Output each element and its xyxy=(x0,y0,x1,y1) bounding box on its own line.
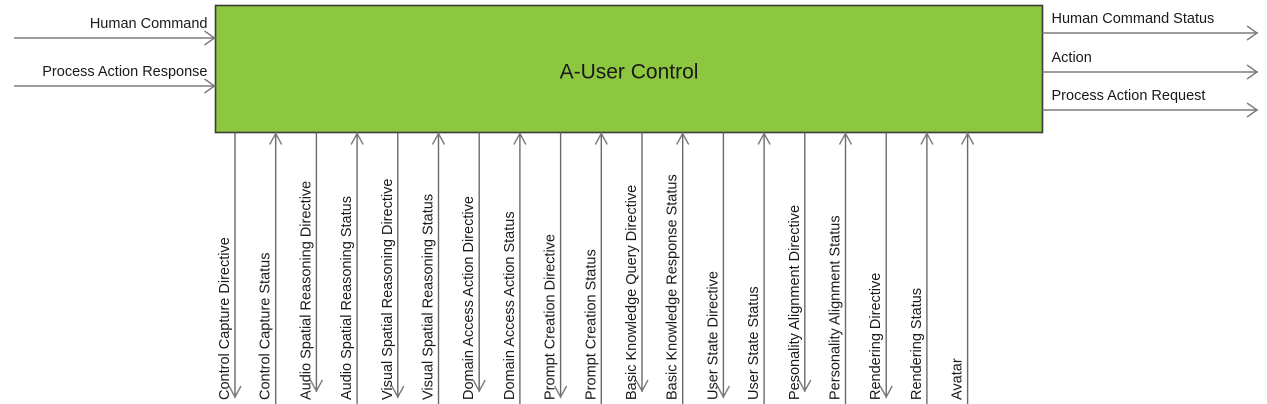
bottom-port-3[interactable]: Audio Spatial Reasoning Status xyxy=(339,132,364,404)
bottom-port-label: Control Capture Directive xyxy=(217,237,233,400)
bottom-port-label: Rendering Directive xyxy=(868,273,884,400)
bottom-ports: Control Capture Directive Control Capture… xyxy=(217,132,975,404)
bottom-port-label: Prompt Creation Directive xyxy=(543,234,559,400)
bottom-port-label: Audio Spatial Reasoning Directive xyxy=(298,181,314,400)
down-arrowhead-icon xyxy=(472,379,486,393)
input-arrowhead-icon xyxy=(204,30,216,46)
up-arrowhead-icon xyxy=(757,132,771,145)
bottom-port-label: Control Capture Status xyxy=(258,253,274,401)
bottom-port-label: Domain Access Action Directive xyxy=(461,196,477,400)
bottom-port-12[interactable]: User State Directive xyxy=(705,132,731,401)
output-port-label: Action xyxy=(1052,50,1092,66)
bottom-port-17[interactable]: Rendering Status xyxy=(909,132,934,404)
output-arrowhead-icon xyxy=(1246,25,1259,41)
down-arrowhead-icon xyxy=(553,385,568,399)
bottom-port-14[interactable]: Pesonality Alignment Directive xyxy=(787,132,812,401)
bottom-port-6[interactable]: Domain Access Action Directive xyxy=(461,132,486,401)
bottom-port-label: Pesonality Alignment Directive xyxy=(787,205,803,400)
bottom-port-10[interactable]: Basic Knowledge Query Directive xyxy=(624,132,649,401)
up-arrowhead-icon xyxy=(269,132,283,145)
input-port-0[interactable]: Human Command xyxy=(14,16,216,46)
bottom-port-label: Rendering Status xyxy=(909,288,925,400)
down-arrowhead-icon xyxy=(879,385,893,399)
output-port-2[interactable]: Process Action Request xyxy=(1042,88,1259,118)
up-arrowhead-icon xyxy=(513,132,527,145)
bottom-port-label: Prompt Creation Status xyxy=(583,249,599,400)
bottom-port-1[interactable]: Control Capture Status xyxy=(258,132,283,404)
bottom-port-4[interactable]: Visual Spatial Reasoning Directive xyxy=(380,132,405,401)
bottom-port-11[interactable]: Basic Knowledge Response Status xyxy=(665,132,690,404)
bottom-port-label: User State Directive xyxy=(705,271,721,400)
bottom-port-label: Audio Spatial Reasoning Status xyxy=(339,196,355,400)
bottom-port-label: Visual Spatial Reasoning Status xyxy=(421,194,437,400)
output-port-0[interactable]: Human Command Status xyxy=(1042,11,1259,41)
input-arrowhead-icon xyxy=(204,78,216,94)
bottom-port-label: Avatar xyxy=(950,358,966,400)
bottom-port-8[interactable]: Prompt Creation Directive xyxy=(543,132,568,401)
block-a-user-control[interactable] xyxy=(214,4,1044,134)
down-arrowhead-icon xyxy=(635,379,649,393)
output-port-1[interactable]: Action xyxy=(1042,50,1259,80)
down-arrowhead-icon xyxy=(716,385,731,399)
output-port-label: Human Command Status xyxy=(1052,11,1215,27)
input-port-1[interactable]: Process Action Response xyxy=(14,64,216,94)
bottom-port-0[interactable]: Control Capture Directive xyxy=(217,132,242,401)
output-arrowhead-icon xyxy=(1246,64,1259,80)
input-port-label: Process Action Response xyxy=(42,64,207,80)
bottom-port-16[interactable]: Rendering Directive xyxy=(868,132,893,401)
up-arrowhead-icon xyxy=(594,132,608,145)
bottom-port-label: Basic Knowledge Response Status xyxy=(665,174,681,400)
down-arrowhead-icon xyxy=(309,379,324,393)
output-port-label: Process Action Request xyxy=(1052,88,1206,104)
bottom-port-13[interactable]: User State Status xyxy=(746,132,771,404)
bottom-port-label: User State Status xyxy=(746,286,762,400)
bottom-port-2[interactable]: Audio Spatial Reasoning Directive xyxy=(298,132,324,401)
bottom-port-5[interactable]: Visual Spatial Reasoning Status xyxy=(421,132,446,404)
bottom-port-label: Domain Access Action Status xyxy=(502,211,518,400)
bottom-port-9[interactable]: Prompt Creation Status xyxy=(583,132,608,404)
down-arrowhead-icon xyxy=(798,379,812,393)
output-arrowhead-icon xyxy=(1246,102,1259,118)
bottom-port-15[interactable]: Personality Alignment Status xyxy=(828,132,853,404)
up-arrowhead-icon xyxy=(960,132,975,145)
bottom-port-18[interactable]: Avatar xyxy=(950,132,975,404)
bottom-port-label: Visual Spatial Reasoning Directive xyxy=(380,179,396,400)
input-port-label: Human Command xyxy=(90,16,208,32)
up-arrowhead-icon xyxy=(838,132,853,145)
up-arrowhead-icon xyxy=(350,132,364,145)
down-arrowhead-icon xyxy=(391,385,405,399)
bottom-port-label: Personality Alignment Status xyxy=(828,215,844,400)
block-title: A-User Control xyxy=(560,61,699,84)
up-arrowhead-icon xyxy=(431,132,446,145)
bottom-port-label: Basic Knowledge Query Directive xyxy=(624,185,640,400)
up-arrowhead-icon xyxy=(676,132,690,145)
bottom-port-7[interactable]: Domain Access Action Status xyxy=(502,132,527,404)
up-arrowhead-icon xyxy=(920,132,934,145)
down-arrowhead-icon xyxy=(228,385,242,399)
